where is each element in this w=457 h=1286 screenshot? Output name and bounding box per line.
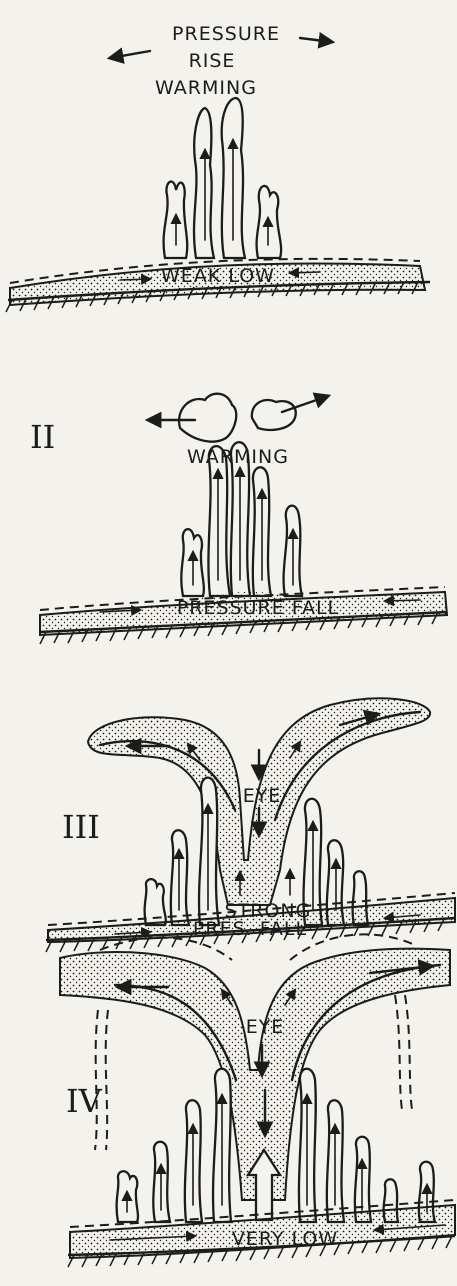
cumulus-tower <box>355 1137 371 1222</box>
cumulus-tower <box>199 778 219 925</box>
anvil-cloud <box>252 400 296 430</box>
pressure-label: PRESSURE <box>172 23 280 45</box>
anvil-cloud <box>179 394 236 442</box>
pressure-fall-label: PRESSURE FALL <box>177 597 339 619</box>
eye-label: EYE <box>246 1016 285 1038</box>
weak-low-label: WEAK LOW <box>161 265 275 287</box>
stage-numeral-ii: II <box>30 418 55 456</box>
stage-numeral-iii: III <box>62 808 100 846</box>
warming-label: WARMING <box>155 77 257 99</box>
rise-label: RISE <box>189 50 236 72</box>
pres-fall-label: PRES. FALL <box>193 918 307 940</box>
stage-2: II WARMING PRESSURE FALL <box>30 394 447 644</box>
outflow-arrow-right <box>300 38 332 42</box>
cumulus-tower <box>171 830 189 925</box>
cumulus-tower <box>194 108 214 258</box>
warming-label: WARMING <box>187 446 289 468</box>
cumulus-tower <box>208 446 230 596</box>
stage-4: IV EYE <box>60 934 455 1267</box>
cumulus-tower <box>257 186 282 258</box>
eye-label: EYE <box>243 785 282 807</box>
very-low-label: VERY LOW <box>232 1228 338 1250</box>
stage-3: III EYE STRONG PRES. <box>46 698 455 952</box>
outflow-arrow-left <box>110 51 150 58</box>
stage-1: PRESSURE RISE WARMING WEAK LOW <box>6 23 430 312</box>
